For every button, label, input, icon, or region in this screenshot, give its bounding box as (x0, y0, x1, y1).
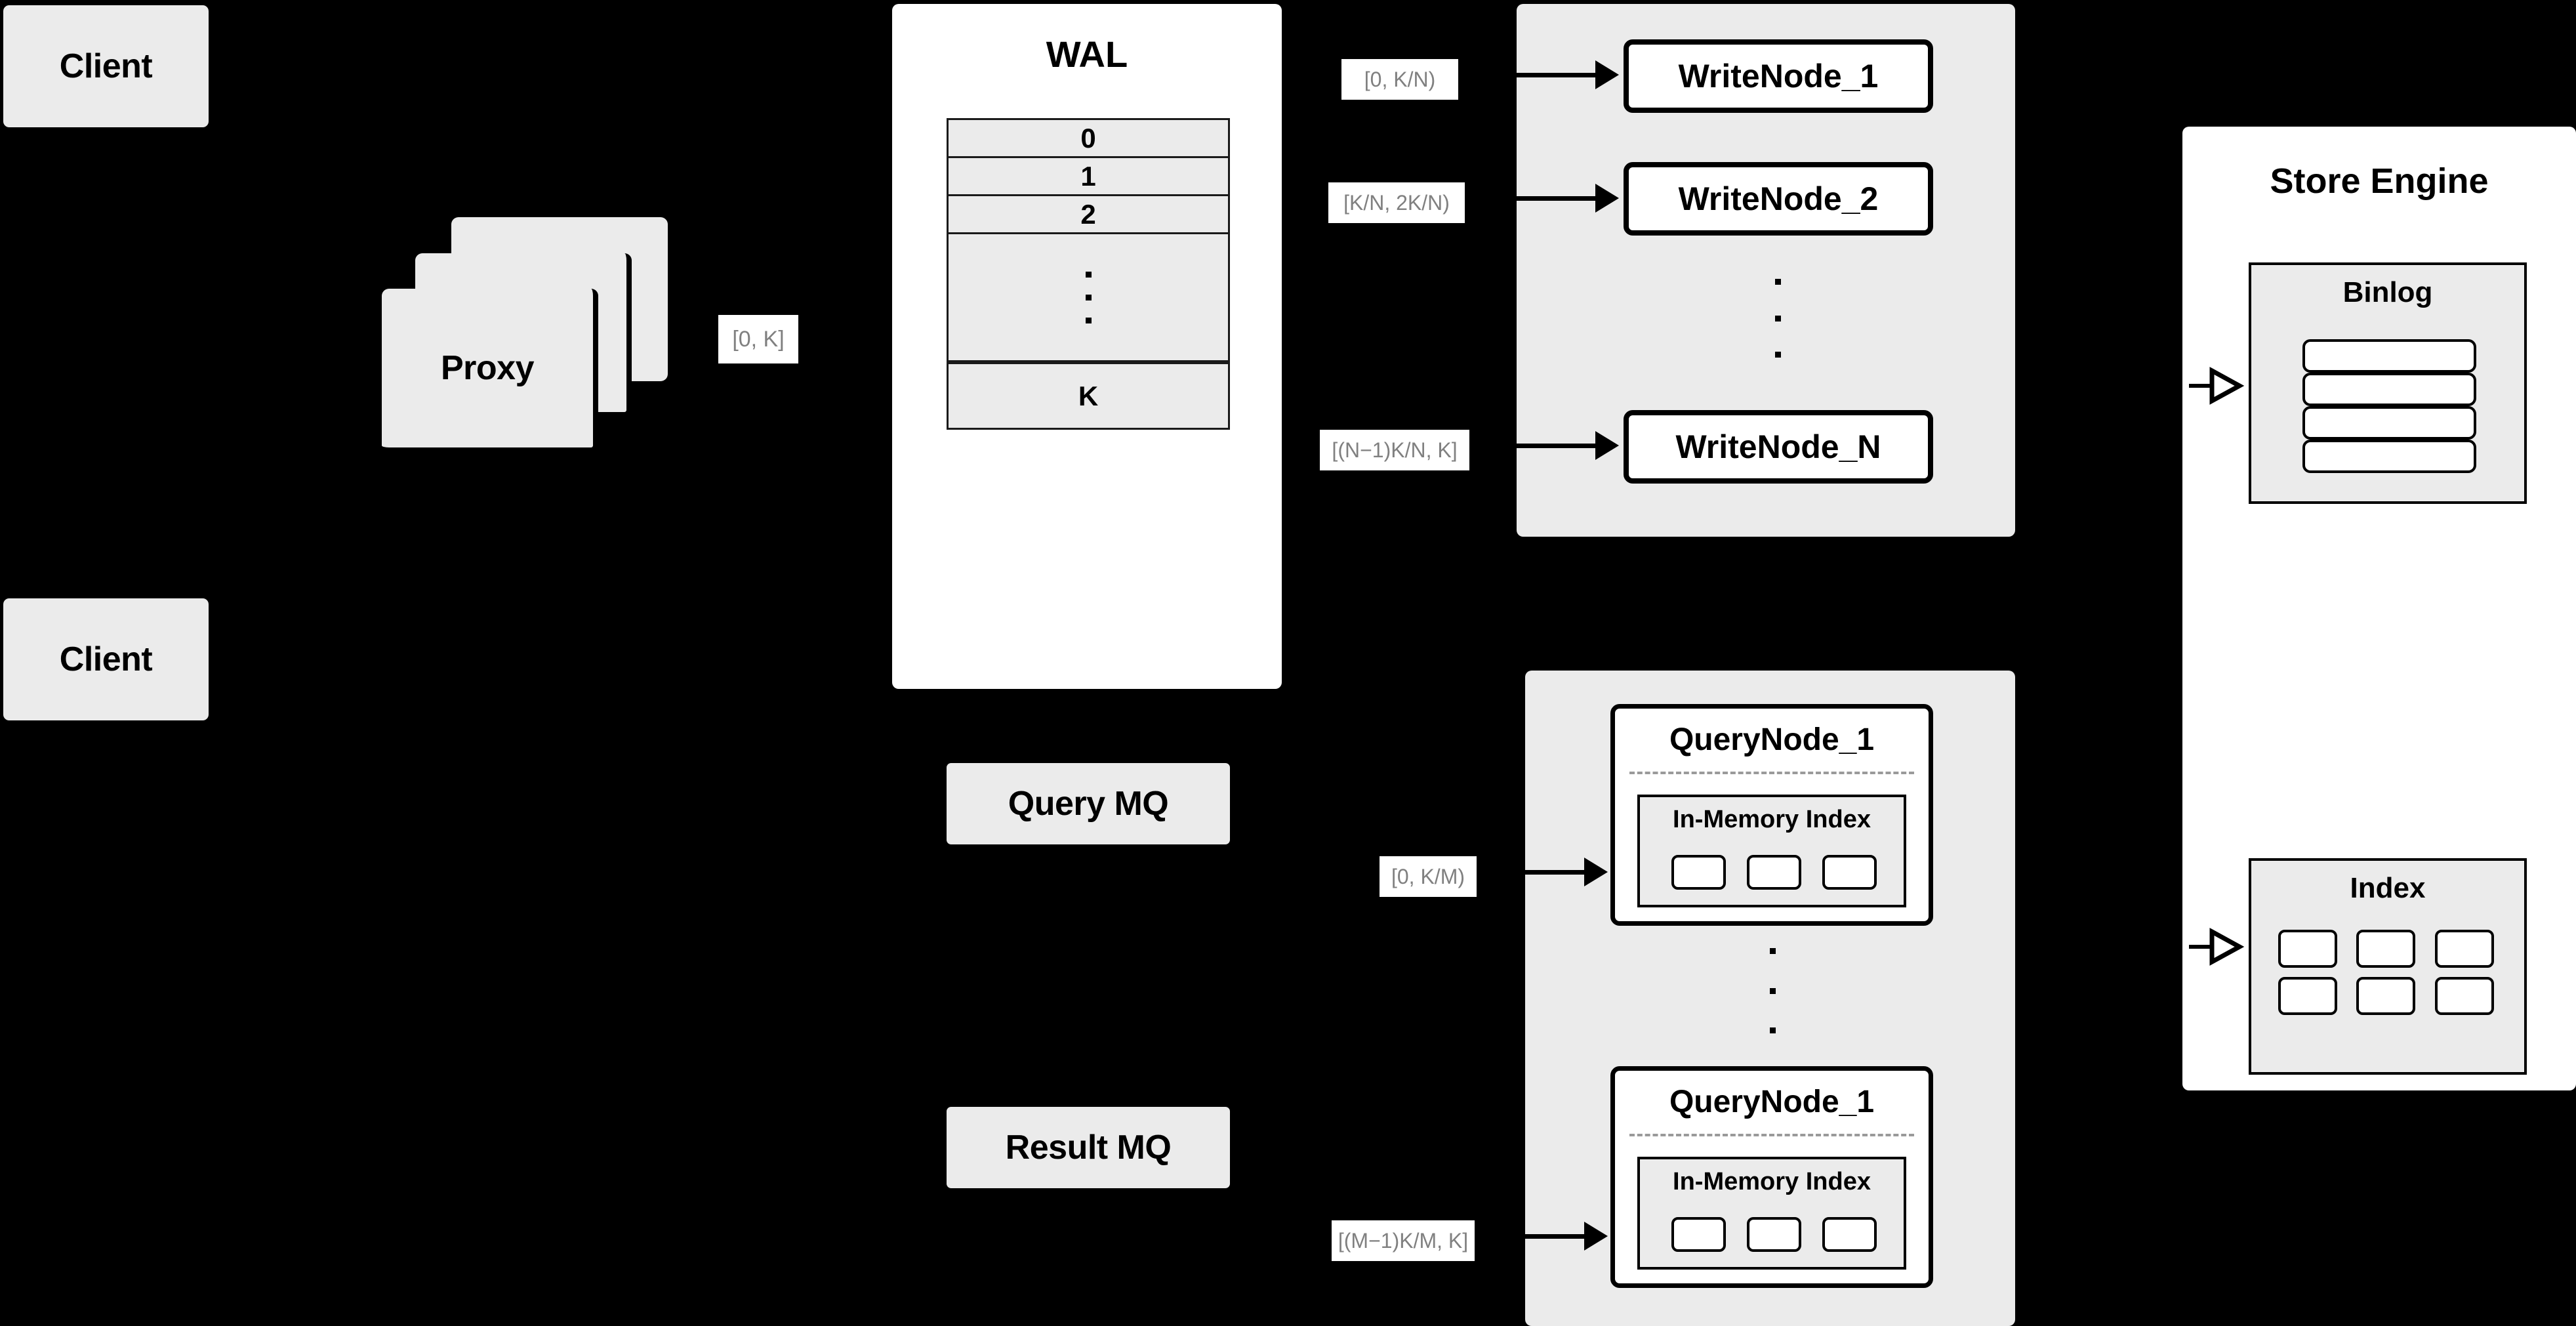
arrow-line-to-index (2189, 945, 2212, 949)
query-ellipsis-dot-1 (1769, 948, 1776, 954)
wal-ellipsis-dot-3 (1085, 317, 1092, 323)
store-engine-title: Store Engine (2270, 161, 2489, 201)
write-ellipsis-dot-3 (1774, 352, 1781, 358)
query-node-m-index-cell-1 (1671, 1217, 1726, 1252)
query-node-1-index-cell-3 (1822, 855, 1877, 890)
write-ellipsis-dot-1 (1774, 279, 1781, 285)
query-node-m-index-title: In-Memory Index (1673, 1168, 1871, 1195)
arrow-line-query-1 (1482, 870, 1584, 875)
query-node-m-index-cell-3 (1822, 1217, 1877, 1252)
arrow-head-write-n (1595, 431, 1619, 460)
arrow-line-write-n (1477, 444, 1595, 448)
query-node-m-label: QueryNode_1 (1669, 1085, 1875, 1119)
write-node-2-label: WriteNode_2 (1678, 180, 1879, 217)
query-node-1-index-cell-1 (1671, 855, 1726, 890)
range-label-write-node-1: [0, K/N) (1341, 59, 1458, 100)
arrow-head-write-2 (1595, 184, 1619, 213)
query-node-m-divider (1629, 1134, 1914, 1136)
arrow-head-to-binlog (2209, 367, 2245, 405)
index-cell-3 (2435, 930, 2494, 968)
index-cell-1 (2278, 930, 2337, 968)
wal-ellipsis-dot-1 (1085, 271, 1092, 278)
query-node-1-index-cell-2 (1747, 855, 1801, 890)
index-cell-2 (2356, 930, 2415, 968)
client-box-2[interactable]: Client (3, 598, 209, 720)
query-node-ellipsis (1767, 948, 1778, 1033)
proxy-label: Proxy (440, 349, 535, 387)
query-ellipsis-dot-2 (1769, 987, 1776, 994)
binlog-row-3 (2302, 406, 2476, 440)
query-node-1-index-panel: In-Memory Index (1637, 795, 1906, 907)
binlog-panel: Binlog (2249, 262, 2527, 504)
binlog-row-1 (2302, 339, 2476, 373)
result-mq-label: Result MQ (1005, 1129, 1172, 1167)
wal-row-ellipsis (949, 234, 1228, 362)
index-cell-4 (2278, 977, 2337, 1015)
query-node-m-index-cell-2 (1747, 1217, 1801, 1252)
wal-row-2: 2 (949, 196, 1228, 234)
query-mq-label: Query MQ (1008, 785, 1169, 823)
client-label-2: Client (59, 640, 153, 678)
wal-table-frame (947, 118, 1230, 430)
wal-row-0: 0 (949, 120, 1228, 158)
query-node-1[interactable]: QueryNode_1 In-Memory Index (1610, 704, 1933, 926)
index-cell-6 (2435, 977, 2494, 1015)
result-mq-box[interactable]: Result MQ (947, 1107, 1230, 1188)
index-panel: Index (2249, 858, 2527, 1075)
proxy-box[interactable]: Proxy (382, 289, 598, 453)
binlog-row-4 (2302, 440, 2476, 473)
range-label-query-node-1: [0, K/M) (1380, 856, 1477, 897)
write-node-1-label: WriteNode_1 (1678, 58, 1879, 94)
query-ellipsis-dot-3 (1769, 1027, 1776, 1033)
arrow-line-write-1 (1477, 73, 1595, 77)
write-node-n-label: WriteNode_N (1675, 428, 1881, 465)
query-node-1-divider (1629, 772, 1914, 774)
query-node-1-index-title: In-Memory Index (1673, 806, 1871, 833)
index-cell-5 (2356, 977, 2415, 1015)
binlog-title: Binlog (2342, 276, 2433, 308)
wal-row-1: 1 (949, 158, 1228, 196)
client-label-1: Client (59, 47, 153, 85)
range-label-write-node-n: [(N−1)K/N, K] (1320, 430, 1469, 470)
write-ellipsis-dot-2 (1774, 315, 1781, 321)
write-node-n[interactable]: WriteNode_N (1624, 410, 1933, 484)
range-label-write-node-2: [K/N, 2K/N) (1328, 182, 1465, 223)
query-mq-box[interactable]: Query MQ (947, 763, 1230, 844)
binlog-row-2 (2302, 373, 2476, 406)
client-box-1[interactable]: Client (3, 5, 209, 127)
query-node-1-label: QueryNode_1 (1669, 722, 1875, 757)
wal-row-k: K (949, 362, 1228, 428)
query-node-m-index-panel: In-Memory Index (1637, 1157, 1906, 1270)
arrow-head-query-m (1584, 1222, 1608, 1251)
arrow-head-to-index (2209, 928, 2245, 966)
wal-ellipsis-dot-2 (1085, 294, 1092, 300)
arrow-line-query-m (1482, 1234, 1584, 1239)
write-node-ellipsis (1772, 279, 1783, 358)
wal-title: WAL (1046, 33, 1128, 75)
arrow-head-query-1 (1584, 858, 1608, 886)
arrow-line-to-binlog (2189, 384, 2212, 388)
query-node-m[interactable]: QueryNode_1 In-Memory Index (1610, 1066, 1933, 1288)
range-label-proxy-to-wal: [0, K] (718, 315, 798, 363)
write-node-1[interactable]: WriteNode_1 (1624, 39, 1933, 113)
range-label-query-node-m: [(M−1)K/M, K] (1332, 1220, 1475, 1261)
write-node-2[interactable]: WriteNode_2 (1624, 162, 1933, 236)
arrow-head-write-1 (1595, 60, 1619, 89)
index-title: Index (2350, 872, 2426, 904)
arrow-line-write-2 (1477, 196, 1595, 201)
